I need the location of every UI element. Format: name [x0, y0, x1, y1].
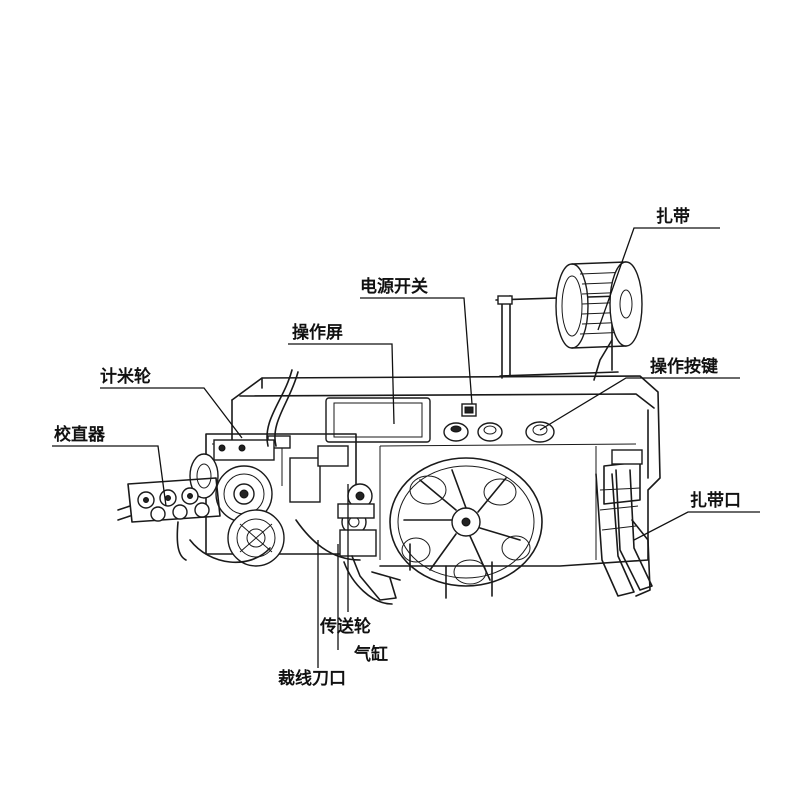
callout-line-jimilun — [100, 387, 243, 439]
drive-wheel — [227, 509, 285, 567]
label-zhadai-kou: 扎带口 — [690, 490, 741, 511]
callout-line-caozuoping — [288, 343, 395, 425]
callout-line-zhadai — [597, 227, 720, 331]
conveyor-wheels — [337, 483, 375, 535]
callout-line-jiaozhiqi — [52, 445, 167, 507]
machine-housing — [231, 375, 661, 567]
air-hoses — [176, 369, 361, 564]
touch-screen — [325, 397, 431, 443]
cylinder-and-cutter — [339, 529, 401, 605]
power-switch — [461, 403, 477, 417]
label-qigang: 气缸 — [353, 644, 388, 665]
callout-line-zhadaikou — [633, 511, 760, 541]
labels: 扎带 电源开关 操作屏 操作按键 计米轮 校直器 扎带口 传送轮 气缸 裁线刀口 — [54, 206, 741, 689]
tie-exit-mechanism — [595, 449, 653, 597]
operation-buttons — [443, 421, 555, 443]
label-jimi-lun: 计米轮 — [100, 366, 151, 387]
straightener — [117, 477, 221, 523]
callout-lines — [52, 227, 760, 668]
label-caixian-daokou: 裁线刀口 — [278, 668, 346, 689]
label-chuansong-lun: 传送轮 — [319, 616, 371, 637]
front-plate — [205, 433, 357, 555]
side-wheel — [189, 453, 219, 499]
front-reel-wheel — [389, 457, 543, 599]
callout-line-dianyuan — [360, 297, 473, 405]
label-caozuo-anjian: 操作按键 — [650, 356, 718, 377]
label-zhadai: 扎带 — [656, 206, 690, 227]
metering-wheel — [213, 439, 275, 523]
label-dianyuan-kaiguan: 电源开关 — [360, 276, 428, 297]
label-jiaozhi-qi: 校直器 — [54, 424, 106, 445]
label-caozuo-ping: 操作屏 — [292, 322, 343, 343]
callout-line-anjian — [539, 377, 740, 431]
cable-tie-reel — [555, 261, 643, 381]
machine-illustration — [117, 261, 661, 605]
